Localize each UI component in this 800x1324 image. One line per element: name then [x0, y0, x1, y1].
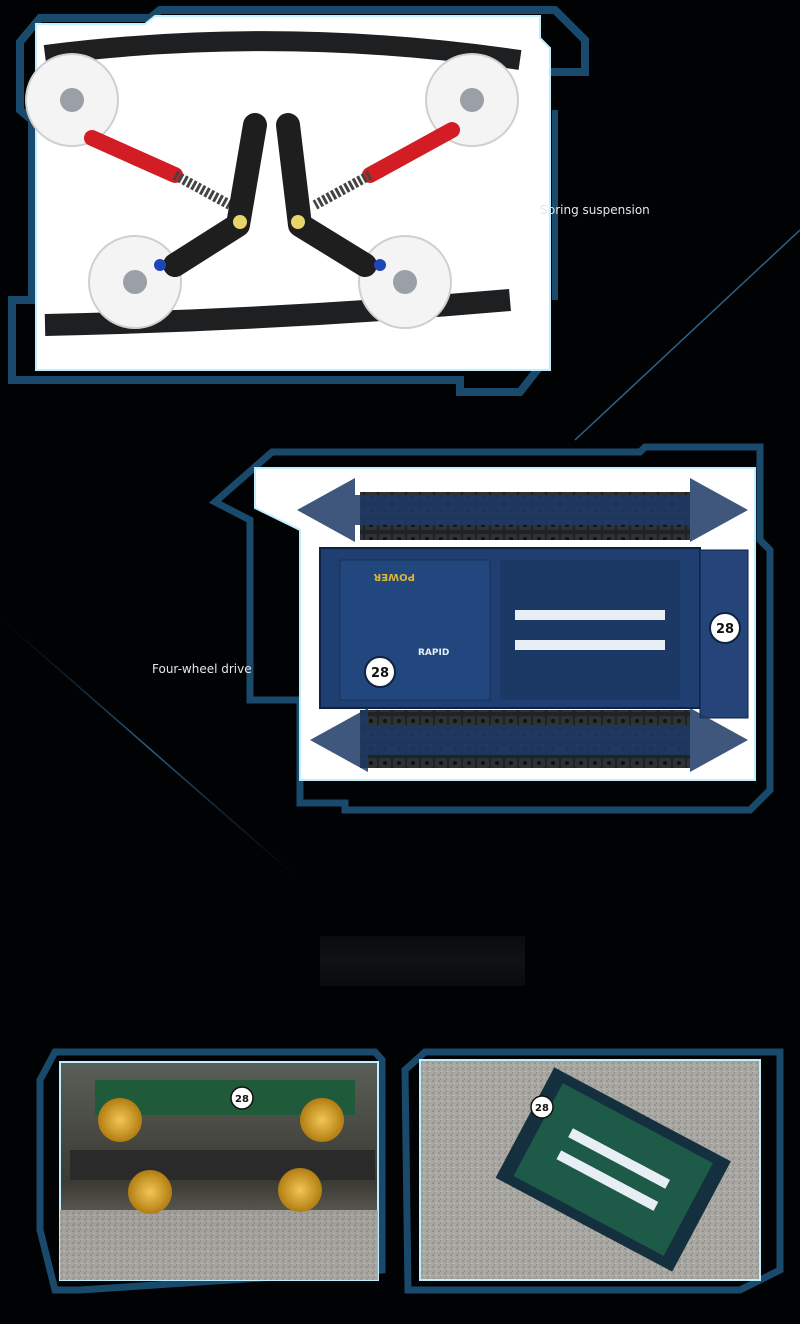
wheel-top-left [25, 53, 119, 147]
arrow-up [297, 478, 748, 542]
light-beam-decoration [0, 229, 800, 881]
front-panel [500, 560, 680, 700]
upper-track [43, 31, 522, 70]
spring-left [84, 130, 233, 210]
panel-frame [208, 443, 774, 814]
gold-wheel [278, 1168, 322, 1212]
gold-wheel [300, 1098, 344, 1142]
gold-wheel [98, 1098, 142, 1142]
vehicle-top-photo [495, 1067, 731, 1272]
arm-left [154, 113, 267, 277]
rear-panel [339, 559, 491, 701]
stripe-top [515, 610, 665, 620]
spring-suspension-caption: Spring suspension [540, 203, 650, 217]
arm-right [276, 113, 386, 277]
drive-panel [208, 443, 774, 814]
four-wheel-drive-caption: Four-wheel drive [152, 662, 252, 676]
gold-wheel [128, 1170, 172, 1214]
photo-top-view-panel [401, 1048, 784, 1294]
spring-right [312, 122, 460, 210]
nose-panel [699, 549, 749, 719]
lower-track [44, 289, 511, 336]
stripe-bottom [515, 640, 665, 650]
arrow-down [310, 708, 748, 772]
wheel-bottom-left [88, 235, 182, 329]
suspension-panel [8, 5, 589, 396]
ground [60, 1210, 378, 1280]
track-side [70, 1150, 375, 1180]
panel-frame [36, 1048, 386, 1294]
panel-frame [401, 1048, 784, 1294]
photo-side-view-panel [36, 1048, 386, 1294]
title-placeholder [320, 936, 525, 986]
wheel-bottom-right [358, 235, 452, 329]
